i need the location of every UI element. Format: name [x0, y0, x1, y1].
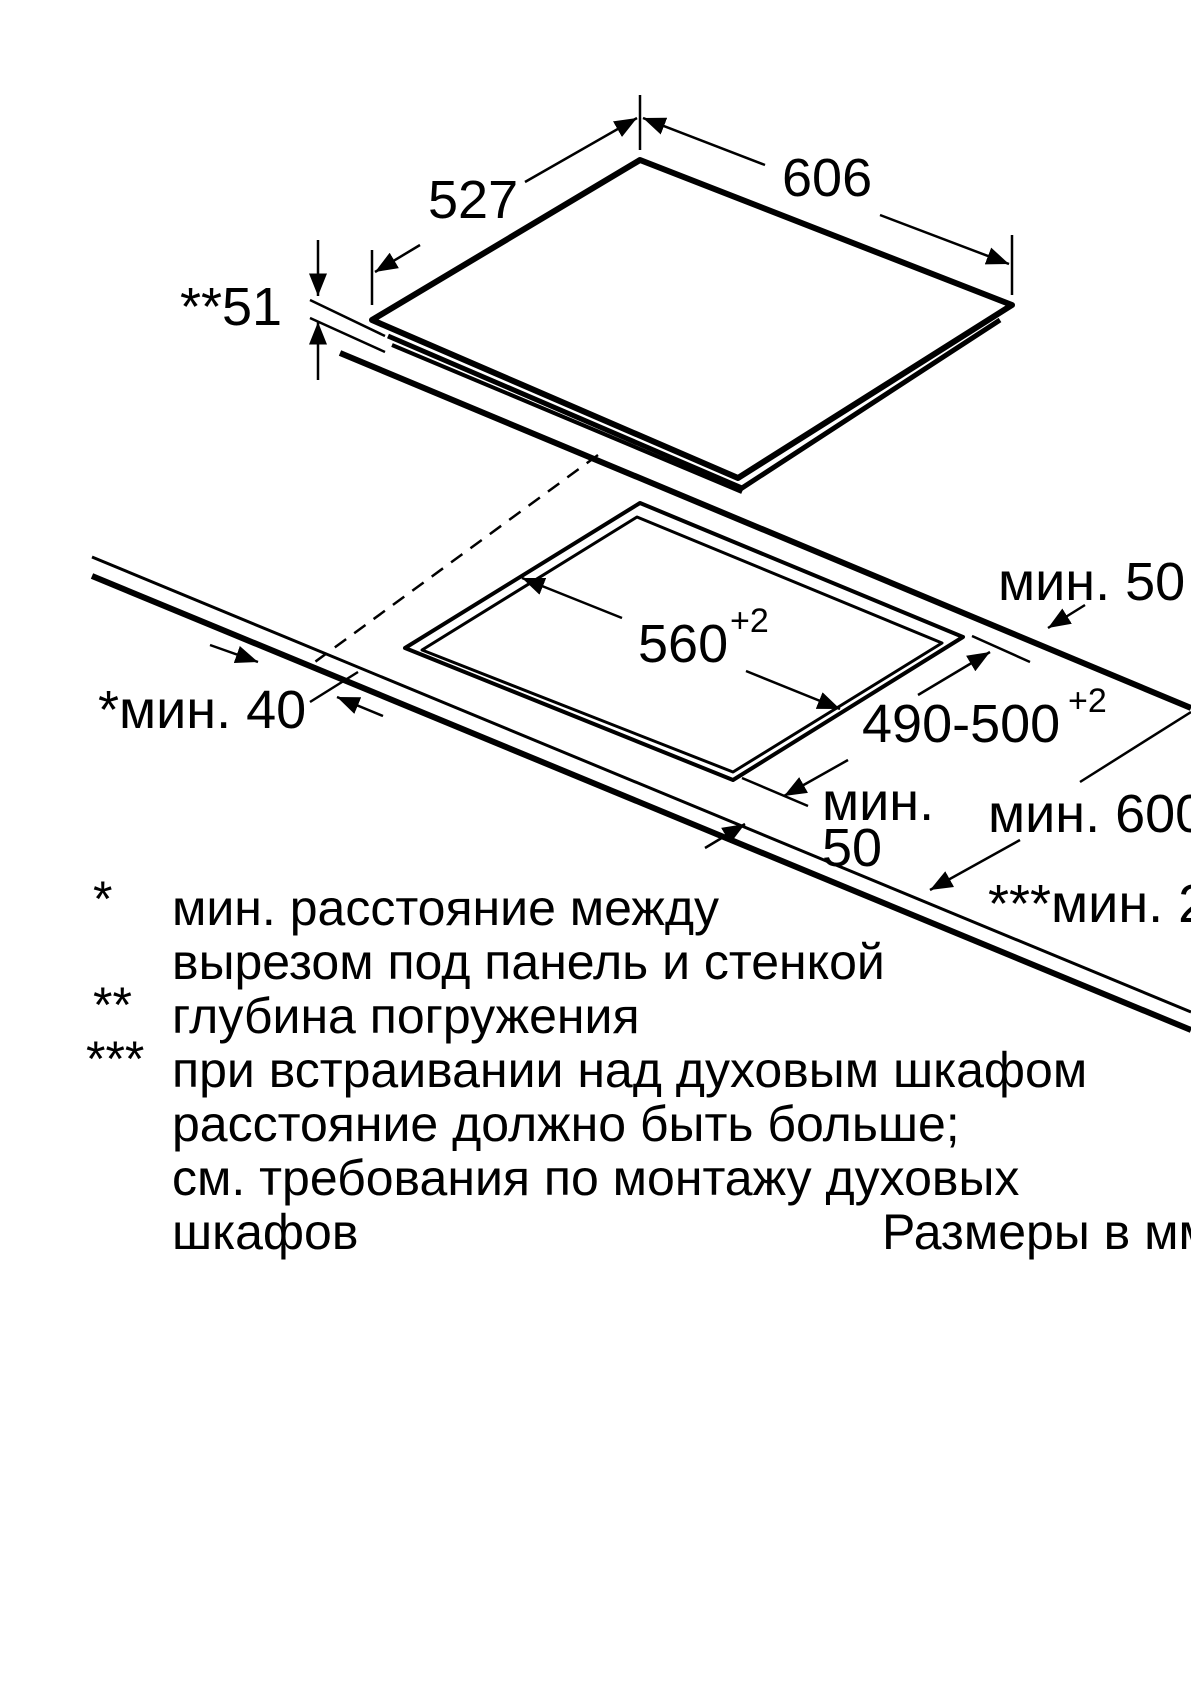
note-marker-1: *: [93, 871, 112, 927]
note-3-line-3: см. требования по монтажу духовых: [172, 1150, 1019, 1206]
dim-560-arrow-left: [521, 576, 623, 620]
note-3-line-1: при встраивании над духовым шкафом: [172, 1042, 1087, 1098]
cutout-dimensions: 560 +2 490-500 +2: [521, 576, 1107, 808]
dim-490-arrow-bottom: [783, 758, 849, 798]
note-marker-2: **: [93, 977, 132, 1033]
dim-490-arrow-top: [917, 650, 991, 697]
worktop-back-edge: [338, 350, 1191, 711]
cutout-inner: [420, 515, 944, 774]
min-40-arrow-left: [209, 643, 259, 664]
dim-490-ext-top: [971, 634, 1031, 664]
hob-dimensions: 527 606 **51: [180, 95, 1014, 380]
min-50-back-label: мин. 50: [998, 552, 1185, 612]
worktop: [90, 350, 1191, 1033]
min-50-front-arrow: [704, 822, 746, 850]
cutout: [307, 453, 965, 782]
dim-51-ref-top: [309, 298, 386, 338]
dim-606-arrow-left: [642, 116, 766, 167]
min-40-label: *мин. 40: [98, 680, 306, 740]
min-50-front-label-1: мин.: [822, 772, 934, 832]
dim-606-label: 606: [782, 148, 872, 208]
minimum-distances: *мин. 40 мин. 50 мин. 50 мин. 600 ***мин…: [98, 552, 1191, 934]
dim-527-arrow-right: [524, 116, 638, 184]
hob-top-surface: [369, 157, 1015, 481]
note-marker-3: ***: [86, 1031, 144, 1087]
min-40-arrow-right: [336, 695, 384, 718]
min-50-back-leader: [1047, 603, 1086, 630]
min-oven-label: ***мин. 20: [988, 874, 1191, 934]
note-3-line-2: расстояние должно быть больше;: [172, 1096, 960, 1152]
note-1-line-2: вырезом под панель и стенкой: [172, 934, 885, 990]
hob-front-edge: [387, 317, 1002, 491]
dim-560-tolerance: +2: [730, 602, 769, 640]
worktop-front-edge-lower: [90, 573, 1191, 1033]
dim-527-label: 527: [428, 170, 518, 230]
dim-527-arrow-left: [374, 243, 421, 274]
hob: [369, 157, 1015, 494]
worktop-front-edge-upper: [91, 555, 1191, 1014]
note-1-line-1: мин. расстояние между: [172, 880, 719, 936]
cutout-outer: [403, 501, 965, 782]
units-note: Размеры в мм: [882, 1204, 1191, 1260]
min-600-label: мин. 600: [988, 784, 1191, 844]
notes: * мин. расстояние между вырезом под пане…: [86, 871, 1191, 1260]
min-600-leader-upper: [1079, 710, 1191, 784]
dim-560-arrow-right: [745, 669, 841, 711]
min-50-front-label-2: 50: [822, 818, 882, 878]
hob-base-line: [391, 343, 743, 494]
min-600-arrow: [929, 838, 1021, 892]
note-2-line-1: глубина погружения: [172, 988, 640, 1044]
note-3-line-4: шкафов: [172, 1204, 358, 1260]
dim-560-label: 560: [638, 614, 728, 674]
dim-606-arrow-right: [879, 213, 1010, 266]
dim-51-label: **51: [180, 277, 282, 337]
min-40-leader: [309, 670, 359, 704]
dim-490-tolerance: +2: [1068, 682, 1107, 720]
dim-490-ext-bottom: [741, 776, 809, 808]
hob-projection-dashed: [307, 453, 599, 669]
dim-490-label: 490-500: [862, 694, 1060, 754]
